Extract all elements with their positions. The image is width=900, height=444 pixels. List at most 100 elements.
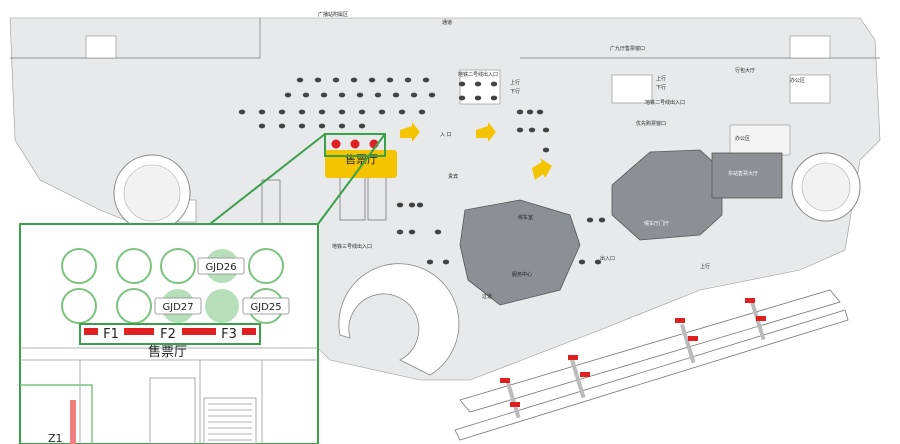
direction-arrows — [400, 122, 552, 180]
gate-red-bars — [84, 328, 256, 335]
pillar — [536, 109, 544, 115]
device-gjd26[interactable]: GJD26 — [197, 257, 245, 275]
device-gjd25[interactable]: GJD25 — [242, 297, 290, 315]
pillar — [338, 109, 346, 115]
svg-text:F3: F3 — [221, 327, 237, 342]
pillar — [302, 92, 310, 98]
waiting-hall-building — [459, 199, 581, 306]
pillar — [284, 92, 292, 98]
pillar — [338, 123, 346, 129]
label-waiting-door: 候车厅门厅 — [644, 220, 669, 227]
label-waiting-hall: 候车室 — [518, 214, 533, 221]
pillar — [258, 123, 266, 129]
gate-highlight — [79, 323, 261, 345]
pillar — [368, 77, 376, 83]
room-block — [85, 35, 117, 59]
gate-f1[interactable]: F1 — [99, 326, 123, 342]
svg-text:GJD26: GJD26 — [205, 262, 236, 273]
room-block — [611, 74, 653, 104]
pillar — [542, 127, 550, 133]
svg-text:GJD25: GJD25 — [250, 302, 281, 313]
pillar — [396, 202, 404, 208]
pillar — [516, 109, 524, 115]
room-block — [789, 35, 831, 59]
gate-f2[interactable]: F2 — [155, 326, 181, 342]
label-service-center: 服务中心 — [512, 271, 532, 278]
pillar — [410, 92, 418, 98]
pillar — [396, 229, 404, 235]
pillar-grid — [238, 77, 606, 265]
pillar — [490, 81, 498, 87]
pillar — [542, 147, 550, 153]
platform-red-marker — [568, 355, 578, 360]
svg-text:F2: F2 — [160, 327, 176, 342]
device-gjd27[interactable]: GJD27 — [154, 297, 202, 315]
round-structure-left-inner — [123, 164, 181, 222]
platform-red-marker — [675, 318, 685, 323]
svg-text:F1: F1 — [103, 327, 119, 342]
pillar — [418, 109, 426, 115]
label-up-a: 上行 — [510, 79, 520, 86]
inset-red-bar — [70, 400, 76, 444]
pillar — [426, 259, 434, 265]
pillar — [528, 127, 536, 133]
pillar — [578, 259, 586, 265]
pillar — [238, 109, 246, 115]
pillar — [490, 95, 498, 101]
inset-pillar-filled — [205, 289, 239, 323]
pillar — [516, 127, 524, 133]
label-metro-line2-b: 地铁二号线出入口 — [645, 99, 685, 106]
label-down-b: 下行 — [656, 84, 666, 91]
pillar — [598, 217, 606, 223]
pillar — [296, 77, 304, 83]
pillar — [408, 229, 416, 235]
pillar — [358, 109, 366, 115]
inset-hall-label: 售票厅 — [148, 344, 187, 360]
room-block — [789, 74, 831, 104]
pillar — [374, 92, 382, 98]
round-structure-right-inner — [801, 162, 851, 212]
label-metro-line2-a: 地铁二号线出入口 — [458, 71, 498, 78]
label-guangjiu-ticket: 广九厅售票窗口 — [610, 45, 645, 52]
pillar — [378, 109, 386, 115]
label-vip: 贵宾 — [448, 173, 458, 180]
leader-line — [317, 133, 386, 225]
pillar — [404, 77, 412, 83]
svg-text:GJD27: GJD27 — [162, 302, 193, 313]
pillar — [358, 123, 366, 129]
pillar — [320, 92, 328, 98]
platform-red-marker — [580, 372, 590, 377]
platform-strip — [454, 289, 849, 441]
label-office: 办公区 — [790, 77, 805, 84]
label-office2: 办公区 — [735, 135, 750, 142]
pillar — [332, 77, 340, 83]
platform-red-marker — [688, 336, 698, 341]
platform-red-marker — [745, 298, 755, 303]
label-entrance: 出入口 — [600, 255, 615, 262]
inset-escalator — [208, 403, 252, 441]
leader-line — [209, 133, 326, 225]
pillar — [338, 92, 346, 98]
label-up-c: 上行 — [700, 263, 710, 270]
pillar — [458, 95, 466, 101]
pillar — [526, 109, 534, 115]
east-ticket-building — [711, 152, 783, 199]
pillar — [298, 123, 306, 129]
pillar — [298, 109, 306, 115]
pillar — [434, 229, 442, 235]
east-building — [611, 149, 723, 241]
round-structure-bottom — [338, 263, 460, 376]
pillar — [398, 109, 406, 115]
platform-red-marker — [510, 402, 520, 407]
pillar — [318, 123, 326, 129]
label-metro-line3: 地铁三号线出入口 — [332, 243, 372, 250]
label-parcel-hall: 行包大厅 — [735, 67, 755, 74]
label-guangzhou-hall: 广播站附属区 — [318, 11, 348, 18]
room-block — [729, 124, 791, 156]
pillar — [386, 77, 394, 83]
label-up-b: 上行 — [656, 75, 666, 82]
marker-dot[interactable] — [350, 139, 360, 149]
marker-dot[interactable] — [331, 139, 341, 149]
gate-f3[interactable]: F3 — [216, 326, 242, 342]
